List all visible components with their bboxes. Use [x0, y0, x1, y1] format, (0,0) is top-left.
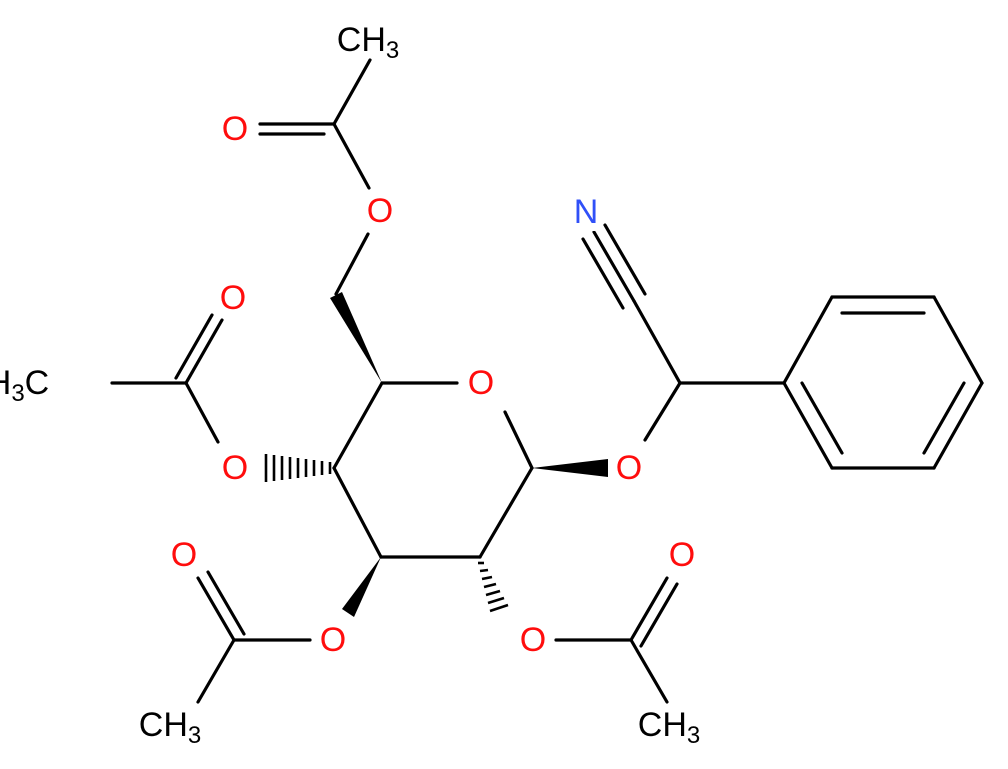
methyl-c6-sub: 3 — [386, 37, 399, 64]
bond-cac4-o-dbl-a — [184, 318, 224, 385]
bond-cac2-o-dbl-a — [629, 576, 669, 642]
bond-o4-cac4 — [184, 381, 220, 444]
atom-labels: O O N O O CH3 O O H3C O O — [0, 21, 700, 749]
atom-o-ring: O — [468, 364, 494, 402]
atom-o-c3-carbonyl: O — [171, 536, 197, 574]
bond-ph-6 — [782, 381, 834, 470]
bond-cac3-o-dbl-b — [206, 570, 246, 636]
atom-o-c6-ester: O — [367, 192, 393, 230]
bond-c4-c5 — [332, 381, 384, 470]
methyl-c4: H3C — [0, 364, 49, 407]
bond-ph-inner-2 — [922, 381, 966, 455]
methyl-c3: CH3 — [139, 706, 201, 749]
methyl-c2-sub: 3 — [687, 722, 700, 749]
bond-oring-c1 — [503, 410, 534, 470]
bond-oanom-ch — [643, 381, 682, 442]
bond-cac2-ch3 — [629, 638, 669, 704]
methyl-c6-main: CH — [337, 21, 386, 59]
atom-o-c6-carbonyl: O — [222, 110, 248, 148]
bonds — [110, 58, 984, 704]
bond-c1-c2 — [478, 466, 534, 559]
bond-cn-triple-c — [581, 237, 625, 310]
bond-o6-cac6 — [332, 122, 371, 190]
atom-o-c2-ester: O — [520, 621, 546, 659]
bond-ph-inner-3 — [800, 381, 844, 455]
bond-cac3-o-dbl-a — [196, 576, 236, 642]
bond-cac2-o-dbl-b — [639, 582, 679, 648]
atom-o-c2-carbonyl: O — [669, 536, 695, 574]
atom-o-c3-ester: O — [320, 621, 346, 659]
methyl-c4-main: H — [0, 364, 11, 402]
bond-cac6-ch3 — [332, 58, 372, 126]
bond-cn-triple-a — [592, 230, 636, 303]
methyl-c6: CH3 — [337, 21, 399, 64]
wedge-c1-oanom — [532, 459, 608, 477]
bond-c3-c4 — [332, 466, 383, 559]
wedge-c3-o3 — [342, 557, 381, 617]
methyl-c2: CH3 — [638, 706, 700, 749]
hash-c4-o4 — [264, 454, 332, 482]
wedge-c5-c6 — [330, 292, 382, 383]
atom-o-c4-carbonyl: O — [220, 279, 246, 317]
methyl-c4-sub: 3 — [11, 380, 24, 407]
bond-cac3-ch3 — [196, 638, 236, 704]
atom-o-anomeric: O — [616, 449, 642, 487]
bond-cn-triple-b — [603, 223, 647, 296]
methyl-c3-main: CH — [139, 706, 188, 744]
atom-n-nitrile: N — [574, 193, 599, 231]
bond-ph-3 — [932, 295, 984, 385]
bond-cac4-o-dbl-b — [174, 313, 214, 380]
atom-o-c4-ester: O — [222, 449, 248, 487]
bond-ph-1 — [782, 295, 834, 385]
bond-ch-cn — [632, 299, 682, 385]
methyl-c4-tail: C — [25, 364, 50, 402]
bond-c6-o6 — [334, 232, 370, 296]
methyl-c3-sub: 3 — [188, 722, 201, 749]
methyl-c2-main: CH — [638, 706, 687, 744]
bond-ph-4 — [932, 381, 984, 470]
hash-c2-o2 — [478, 561, 509, 613]
